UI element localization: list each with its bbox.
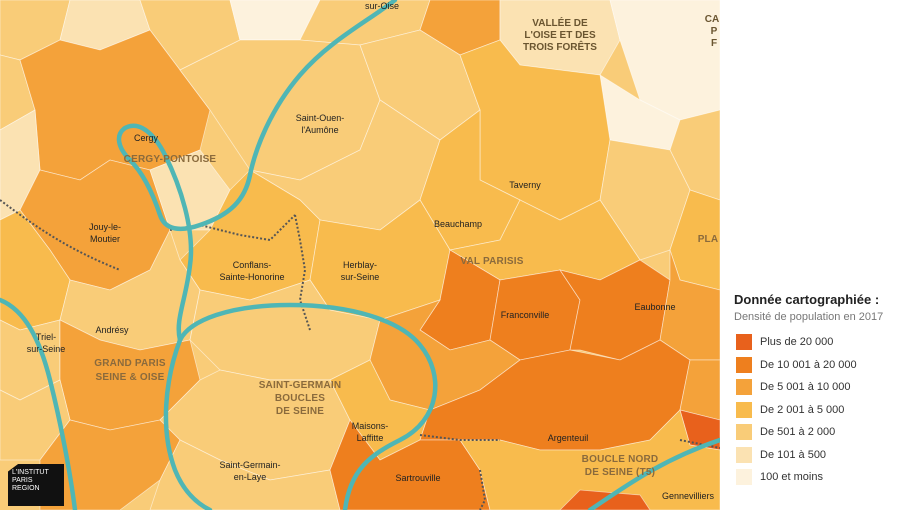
label-sur-oise: sur-Oise: [365, 1, 399, 11]
boundary-argenteuil: [419, 434, 500, 441]
label-sgbs-line3: DE SEINE: [276, 406, 324, 417]
place-labels: sur-Oise VALLÉE DE L'OISE ET DES TROIS F…: [27, 1, 719, 501]
legend-item[interactable]: De 2 001 à 5 000: [734, 399, 920, 422]
rivers: [0, 0, 720, 510]
legend-label: Plus de 20 000: [760, 336, 834, 349]
label-cergy-pontoise: CERGY-PONTOISE: [124, 154, 217, 165]
label-maisons-line1: Maisons-: [352, 421, 389, 431]
legend-swatch: [736, 424, 752, 441]
label-bns-line1: BOUCLE NORD: [582, 454, 659, 465]
legend-items: Plus de 20 000 De 10 001 à 20 000 De 5 0…: [734, 331, 920, 489]
legend-label: 100 et moins: [760, 471, 823, 484]
label-herblay-line1: Herblay-: [343, 260, 377, 270]
label-maisons-line2: Laffitte: [357, 433, 384, 443]
river-seine-west: [0, 297, 78, 510]
label-gennevilliers: Gennevilliers: [662, 491, 715, 501]
legend-swatch: [736, 356, 752, 373]
label-saint-ouen-line1: Saint-Ouen-: [296, 113, 345, 123]
boundary-bns-east: [679, 439, 720, 449]
label-vallee-line3: TROIS FORÊTS: [523, 40, 597, 53]
label-sgel-line1: Saint-Germain-: [219, 460, 280, 470]
label-argenteuil: Argenteuil: [548, 433, 589, 443]
boundary-herblay: [294, 214, 311, 331]
institut-paris-region-logo: L'INSTITUT PARIS REGION: [8, 464, 64, 506]
commune-bns: [459, 409, 720, 510]
label-val-parisis: VAL PARISIS: [460, 256, 523, 267]
legend-label: De 2 001 à 5 000: [760, 403, 845, 416]
commune-polygons: [0, 0, 720, 510]
label-cergy: Cergy: [134, 133, 159, 143]
legend-item[interactable]: De 101 à 500: [734, 444, 920, 467]
commune-sgel: [149, 439, 341, 510]
label-conflans-line2: Sainte-Honorine: [219, 272, 284, 282]
logo-line3: REGION: [12, 485, 40, 492]
legend-title: Donnée cartographiée :: [734, 292, 880, 307]
label-beauchamp: Beauchamp: [434, 219, 482, 229]
legend-label: De 501 à 2 000: [760, 426, 836, 439]
label-herblay-line2: sur-Seine: [341, 272, 380, 282]
label-vallee-line1: VALLÉE DE: [532, 16, 588, 29]
river-seine-loop2: [163, 337, 213, 510]
legend-item[interactable]: 100 et moins: [734, 466, 920, 489]
legend-swatch: [736, 334, 752, 351]
logo-line1: L'INSTITUT: [12, 469, 49, 476]
river-oise: [116, 0, 398, 343]
label-vallee-line2: L'OISE ET DES: [524, 30, 596, 41]
legend-swatch: [736, 401, 752, 418]
label-pla: PLA: [698, 234, 719, 245]
legend-label: De 5 001 à 10 000: [760, 381, 851, 394]
label-sartrouville: Sartrouville: [395, 473, 440, 483]
label-franconville: Franconville: [501, 310, 550, 320]
choropleth-map[interactable]: sur-Oise VALLÉE DE L'OISE ET DES TROIS F…: [0, 0, 720, 510]
label-gpso-line2: SEINE & OISE: [95, 372, 164, 383]
legend-label: De 10 001 à 20 000: [760, 358, 857, 371]
label-gpso-line1: GRAND PARIS: [94, 358, 166, 369]
label-taverny: Taverny: [509, 180, 541, 190]
label-ca-line1: CA: [705, 14, 719, 25]
label-sgel-line2: en-Laye: [234, 472, 267, 482]
label-bns-line2: DE SEINE (T5): [585, 467, 655, 478]
boundary-bns-west: [479, 469, 487, 510]
label-saint-ouen-line2: l'Aumône: [301, 125, 338, 135]
label-triel-line1: Triel-: [36, 332, 56, 342]
map-legend: Donnée cartographiée : Densité de popula…: [734, 292, 920, 489]
label-triel-line2: sur-Seine: [27, 344, 66, 354]
label-sgbs-line1: SAINT-GERMAIN: [259, 380, 342, 391]
label-conflans-line1: Conflans-: [233, 260, 272, 270]
legend-item[interactable]: Plus de 20 000: [734, 331, 920, 354]
river-seine-loop1: [177, 302, 438, 510]
legend-item[interactable]: De 5 001 à 10 000: [734, 376, 920, 399]
legend-swatch: [736, 446, 752, 463]
label-ca-line3: F: [711, 38, 717, 49]
label-jouy-line1: Jouy-le-: [89, 222, 121, 232]
legend-label: De 101 à 500: [760, 448, 827, 461]
label-jouy-line2: Moutier: [90, 234, 120, 244]
boundary-west: [0, 199, 121, 271]
label-sgbs-line2: BOUCLES: [275, 393, 325, 404]
legend-swatch: [736, 379, 752, 396]
label-ca-line2: P: [711, 26, 718, 37]
label-eaubonne: Eaubonne: [634, 302, 675, 312]
river-seine-east: [587, 437, 720, 510]
legend-swatch: [736, 469, 752, 486]
legend-item[interactable]: De 501 à 2 000: [734, 421, 920, 444]
commune-far-right: [679, 359, 720, 421]
label-andresy: Andrésy: [95, 325, 129, 335]
legend-item[interactable]: De 10 001 à 20 000: [734, 354, 920, 377]
legend-subtitle: Densité de population en 2017: [734, 311, 884, 323]
logo-line2: PARIS: [12, 477, 33, 484]
